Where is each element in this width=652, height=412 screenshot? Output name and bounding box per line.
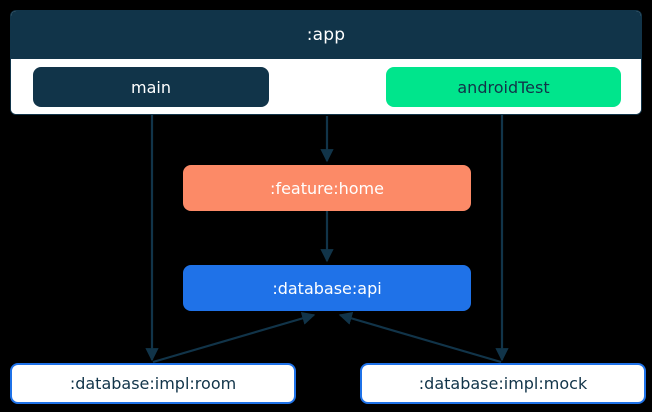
node-database-impl-mock[interactable]: :database:impl:mock [360,363,646,404]
node-database-impl-room[interactable]: :database:impl:room [10,363,296,404]
node-database-impl-mock-label: :database:impl:mock [418,374,588,393]
subgraph-app[interactable]: :app main androidTest [10,10,642,115]
edge-mock-to-database-api [338,311,502,364]
node-main-label: main [131,77,171,97]
node-androidtest[interactable]: androidTest [386,67,621,107]
subgraph-app-body: main androidTest [11,59,641,114]
subgraph-app-title: :app [11,11,641,59]
node-androidtest-label: androidTest [457,77,550,97]
node-database-impl-room-label: :database:impl:room [69,374,237,393]
node-feature-home-label: :feature:home [270,178,384,198]
edge-room-to-database-api [152,311,316,364]
node-feature-home[interactable]: :feature:home [183,165,471,211]
node-database-api-label: :database:api [272,278,382,298]
node-main[interactable]: main [33,67,269,107]
node-database-api[interactable]: :database:api [183,265,471,311]
